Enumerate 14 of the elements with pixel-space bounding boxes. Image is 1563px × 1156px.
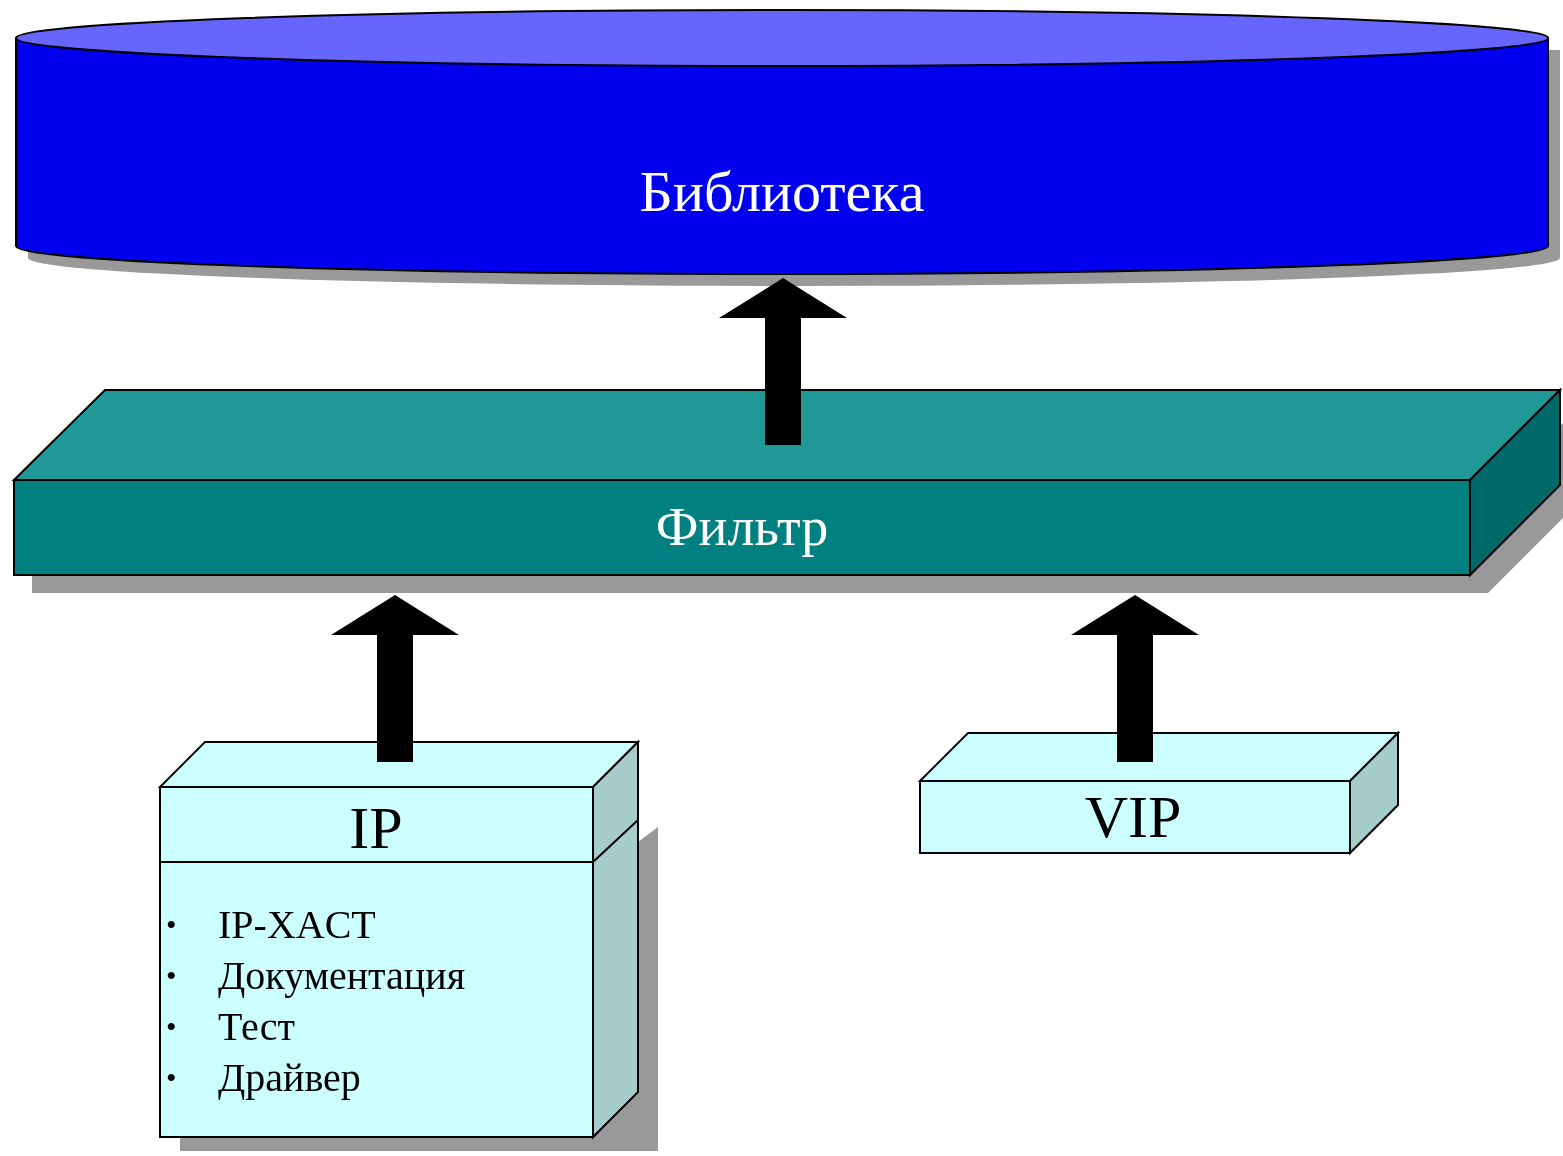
list-item: Тест	[218, 1003, 295, 1051]
block-arrow	[1071, 595, 1199, 762]
list-item: Документация	[218, 952, 466, 1000]
list-item: IP-XACT	[218, 901, 376, 949]
bullet-mark: •	[166, 1060, 178, 1096]
bullet-mark: •	[166, 907, 178, 943]
node-label: IP	[349, 798, 403, 858]
bullet-mark: •	[166, 958, 178, 994]
node-label: VIP	[1084, 787, 1182, 847]
block-arrow	[719, 278, 847, 445]
block-arrow	[331, 595, 459, 762]
node-label: Библиотека	[639, 163, 925, 221]
bullet-mark: •	[166, 1009, 178, 1045]
list-item: Драйвер	[218, 1054, 361, 1102]
